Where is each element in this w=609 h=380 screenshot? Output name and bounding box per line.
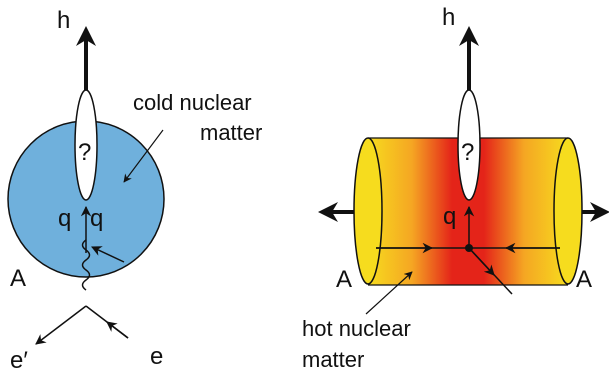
right-nucleus-disk (553, 137, 583, 285)
right-hadron-label: h (442, 4, 455, 31)
left-quark-label-1: q (58, 205, 71, 232)
cold-matter-label-line2: matter (200, 120, 262, 145)
left-nucleus-disk (353, 137, 383, 285)
left-quark-label-2: q (90, 205, 103, 232)
hot-matter-label-line1: hot nuclear (302, 316, 411, 341)
right-question-mark: ? (461, 139, 474, 166)
left-hadronization-ellipse (74, 89, 98, 201)
scattered-electron (35, 305, 87, 345)
right-panel: h ? q A A hot nuclear matter (302, 4, 609, 372)
cold-matter-pointer (123, 129, 164, 183)
left-panel: h ? q q A e′ e cold nuclear matter (7, 7, 262, 374)
right-nucleus-label-right: A (576, 266, 592, 293)
right-hadronization-ellipse (457, 89, 481, 201)
right-quark-label: q (443, 203, 456, 230)
recoil-arrow (468, 247, 495, 276)
right-nucleus-label-left: A (336, 266, 352, 293)
hot-matter-label-line2: matter (302, 347, 364, 372)
left-hadron-label: h (57, 7, 70, 34)
cold-matter-label-line1: cold nuclear (133, 90, 252, 115)
incoming-electron-arrow (106, 321, 129, 339)
left-struck-quark-arrow (91, 246, 125, 263)
virtual-photon (81, 239, 91, 291)
scattered-electron-label: e′ (10, 347, 28, 374)
left-question-mark: ? (78, 139, 91, 166)
hot-matter-pointer (365, 271, 413, 315)
left-nucleus-label: A (10, 265, 26, 292)
incoming-electron-label: e (150, 343, 163, 370)
